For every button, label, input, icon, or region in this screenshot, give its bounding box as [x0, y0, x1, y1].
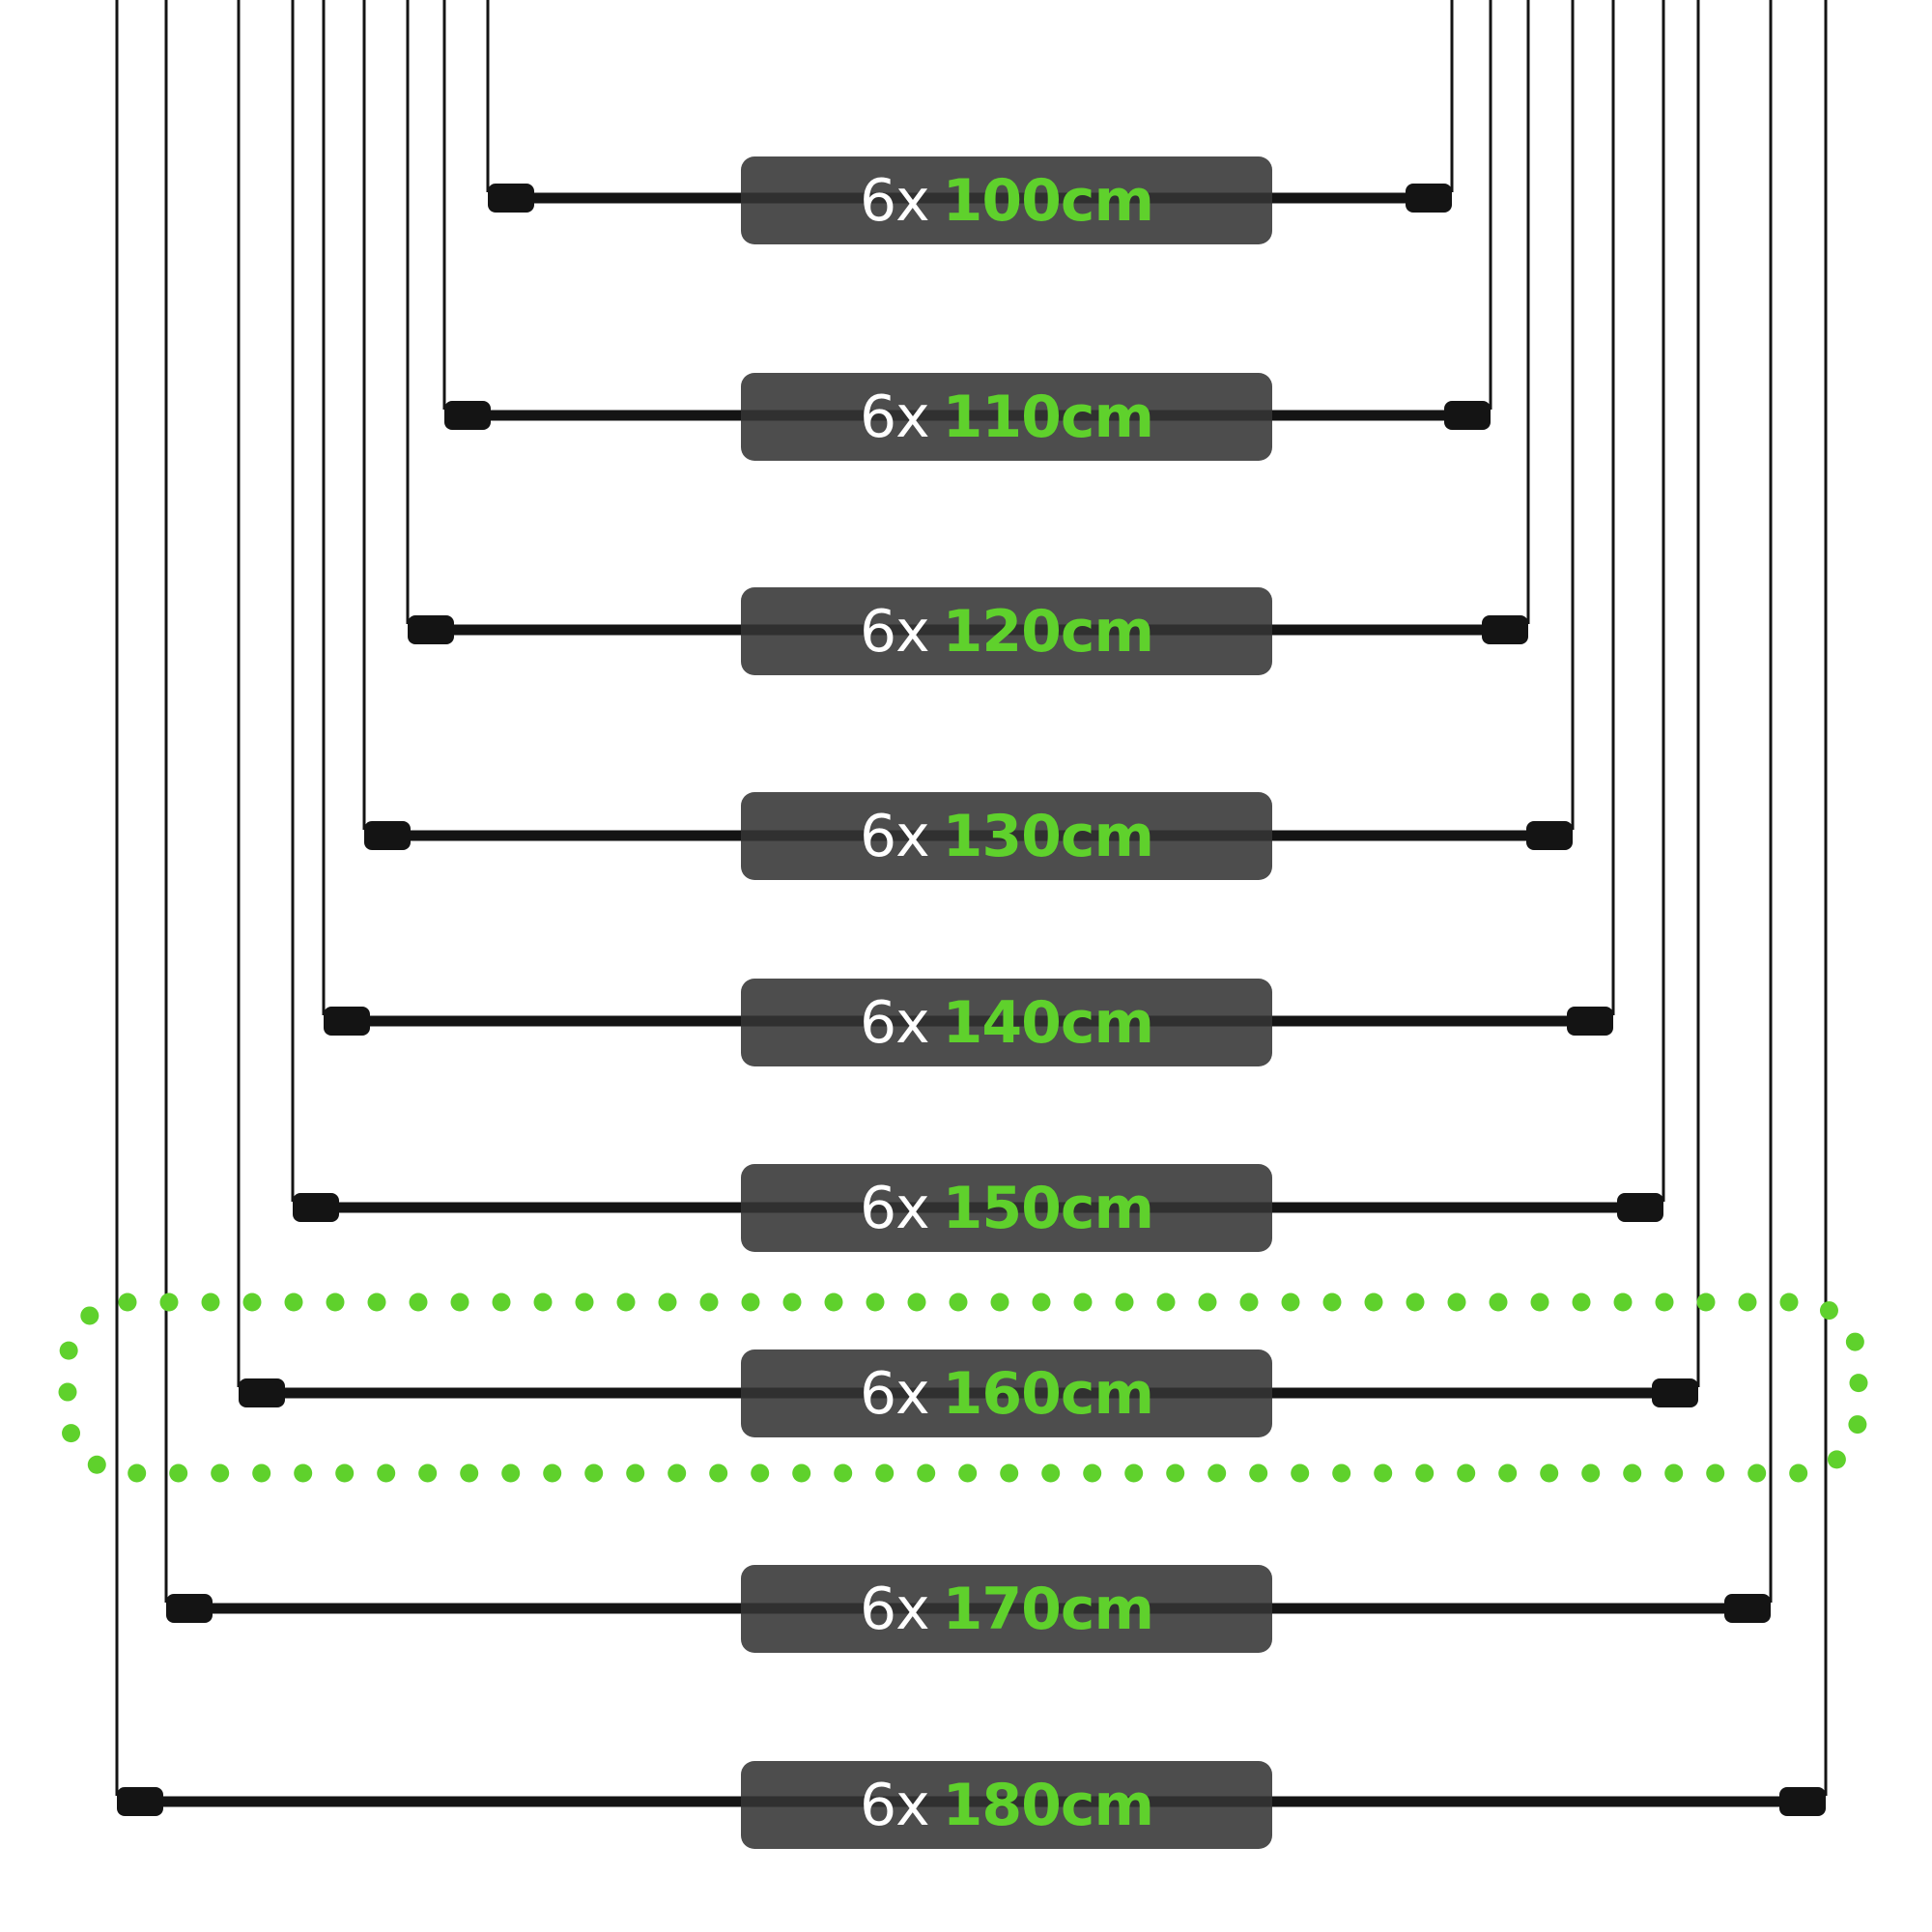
rod-end-cap-right [1567, 1007, 1613, 1036]
rod-end-cap-left [293, 1193, 339, 1222]
rod-length: 110cm [942, 383, 1154, 451]
rod-quantity: 6x [859, 597, 930, 666]
rod-end-cap-left [166, 1594, 213, 1623]
rod-label-130: 6x 130cm [741, 792, 1272, 880]
rod-label-170: 6x 170cm [741, 1565, 1272, 1653]
rod-end-cap-left [444, 401, 491, 430]
rod-label-110: 6x 110cm [741, 373, 1272, 461]
rod-end-cap-left [408, 615, 454, 644]
highlight-dotted-frame [58, 1293, 1868, 1483]
rod-length: 170cm [942, 1575, 1154, 1643]
rod-label-140: 6x 140cm [741, 979, 1272, 1066]
rod-label-160: 6x 160cm [741, 1350, 1272, 1437]
rod-end-cap-left [324, 1007, 370, 1036]
rod-end-cap-left [364, 821, 411, 850]
rod-length: 150cm [942, 1174, 1154, 1242]
rod-label-100: 6x 100cm [741, 156, 1272, 244]
rod-end-cap-right [1779, 1787, 1826, 1816]
rod-end-cap-right [1526, 821, 1573, 850]
rod-label-150: 6x 150cm [741, 1164, 1272, 1252]
rod-end-cap-left [239, 1378, 285, 1407]
rod-end-cap-left [488, 184, 534, 213]
rod-end-cap-right [1652, 1378, 1698, 1407]
rod-quantity: 6x [859, 1174, 930, 1242]
rod-length: 130cm [942, 802, 1154, 870]
rod-length: 160cm [942, 1359, 1154, 1428]
rod-quantity: 6x [859, 1359, 930, 1428]
rod-end-cap-right [1406, 184, 1452, 213]
rod-quantity: 6x [859, 988, 930, 1057]
rod-length: 180cm [942, 1771, 1154, 1839]
rod-length: 100cm [942, 166, 1154, 235]
rod-label-180: 6x 180cm [741, 1761, 1272, 1849]
rod-end-cap-right [1617, 1193, 1663, 1222]
hanging-wires [115, 0, 1828, 1796]
rod-quantity: 6x [859, 1575, 930, 1643]
rod-length: 120cm [942, 597, 1154, 666]
rod-quantity: 6x [859, 383, 930, 451]
rod-label-120: 6x 120cm [741, 587, 1272, 675]
rod-end-cap-left [117, 1787, 163, 1816]
rod-length: 140cm [942, 988, 1154, 1057]
rod-end-cap-right [1724, 1594, 1771, 1623]
rod-quantity: 6x [859, 802, 930, 870]
rod-end-cap-right [1482, 615, 1528, 644]
rod-end-cap-right [1444, 401, 1491, 430]
rod-quantity: 6x [859, 166, 930, 235]
rod-quantity: 6x [859, 1771, 930, 1839]
